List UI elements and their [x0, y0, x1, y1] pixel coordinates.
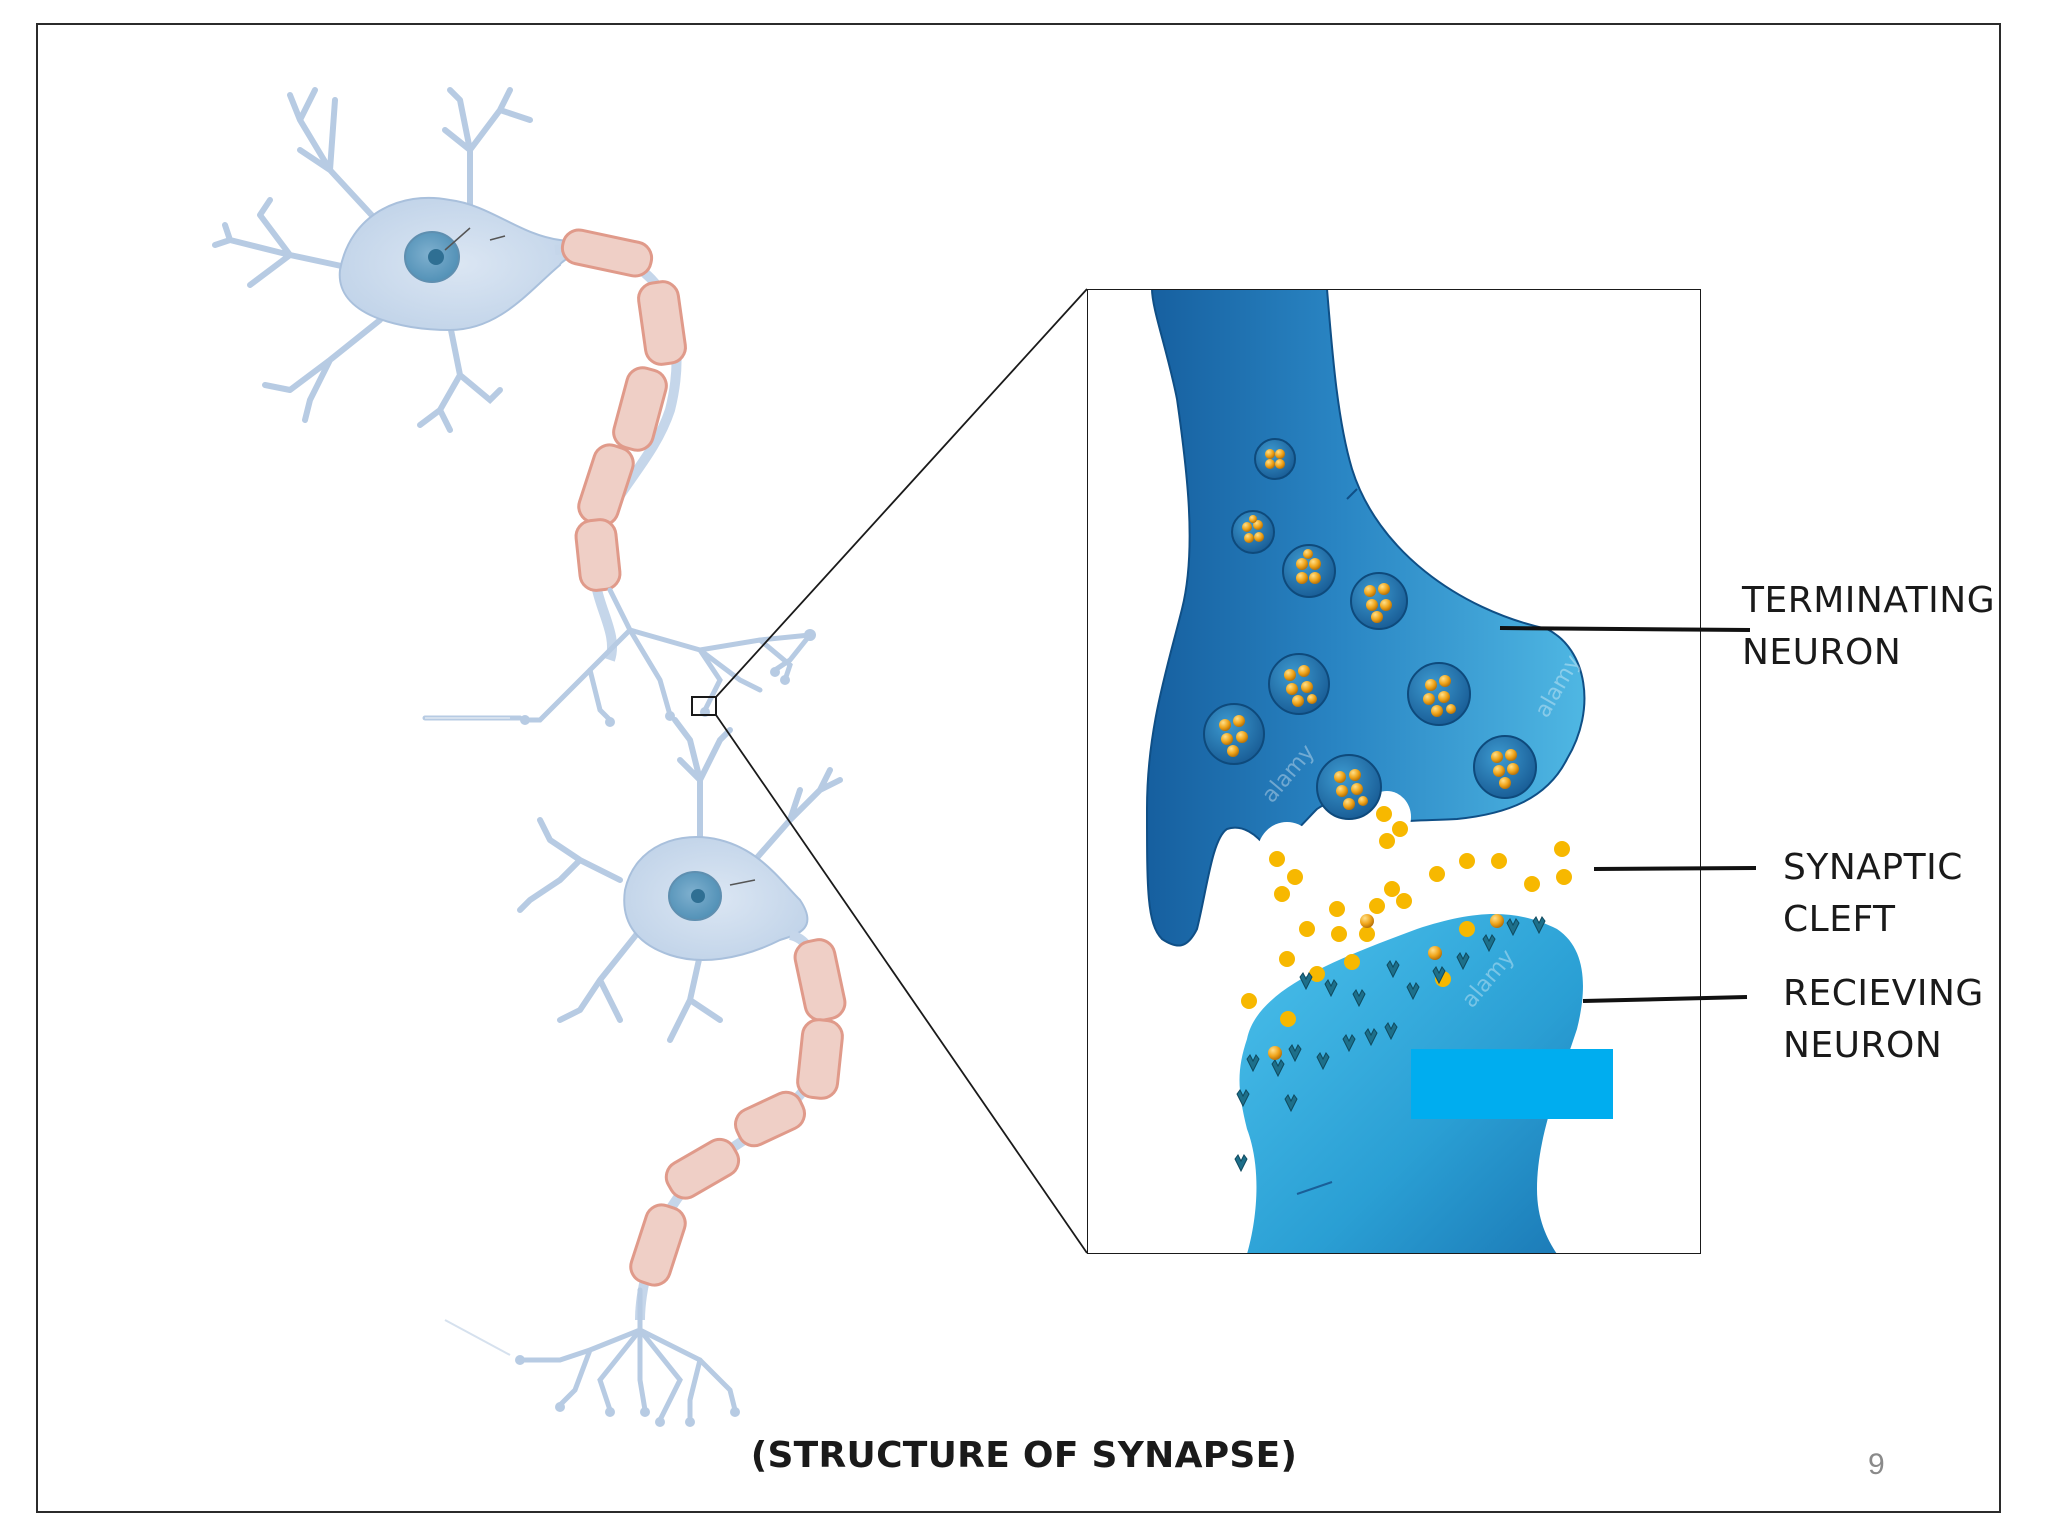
label-line: RECIEVING: [1783, 973, 1984, 1014]
upper-axon-terminals: [422, 587, 813, 723]
lower-axon-terminals: [517, 1287, 738, 1423]
zoom-box: [691, 696, 717, 716]
label-line: NEURON: [1783, 1025, 1943, 1066]
label-line: NEURON: [1742, 632, 1902, 673]
terminating-leader: [1499, 626, 1751, 632]
label-cover-box: [1411, 1049, 1613, 1119]
synapse-inset: alamy alamy alamy: [1087, 289, 1701, 1254]
receiving-neuron-label: RECIEVING NEURON: [1783, 968, 1984, 1072]
receiving-leader: [1582, 995, 1748, 1003]
figure-caption: (STRUCTURE OF SYNAPSE): [750, 1435, 1298, 1476]
vesicle-contents: [1219, 449, 1519, 810]
cleft-leader: [1593, 866, 1757, 871]
label-line: SYNAPTIC: [1783, 847, 1963, 888]
page-number: 9: [1868, 1448, 1885, 1481]
receptors: [1234, 916, 1546, 1173]
lower-myelin: [629, 938, 847, 1287]
lower-neuron: [517, 717, 843, 1043]
label-line: CLEFT: [1783, 899, 1896, 940]
neurotransmitters: [1241, 806, 1572, 1027]
terminating-neuron-label: TERMINATING NEURON: [1742, 575, 1995, 679]
upper-myelin: [560, 228, 687, 592]
synaptic-cleft-label: SYNAPTIC CLEFT: [1783, 842, 1963, 946]
upper-neuron: [212, 87, 533, 433]
label-line: TERMINATING: [1742, 580, 1996, 621]
zoom-line-bottom: [715, 714, 1088, 1254]
zoom-line-top: [715, 288, 1088, 698]
